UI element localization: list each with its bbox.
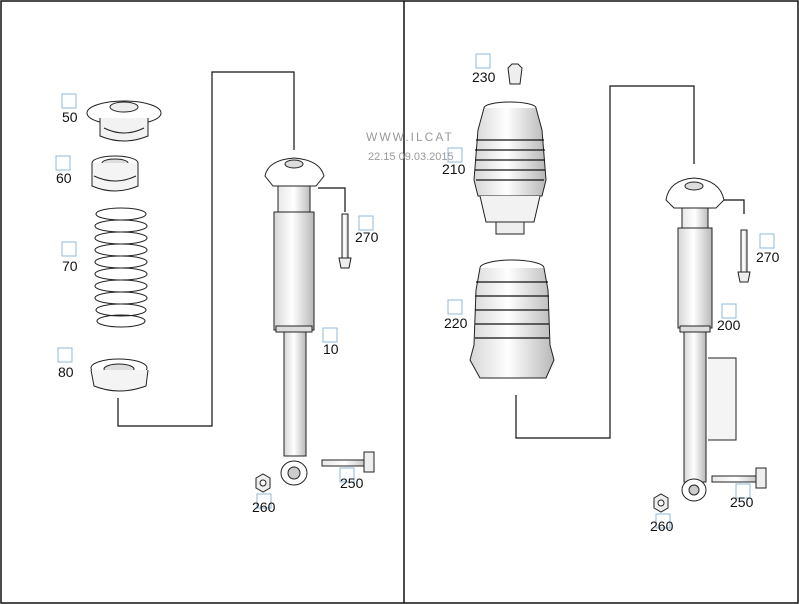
callout-50[interactable]: 50: [61, 93, 78, 125]
part-270-top-bolt-right[interactable]: [737, 229, 751, 283]
svg-text:250: 250: [730, 494, 754, 510]
callout-220[interactable]: 220: [444, 299, 468, 331]
part-270-top-bolt-left[interactable]: [338, 213, 352, 269]
svg-text:230: 230: [472, 69, 496, 85]
svg-text:70: 70: [62, 258, 78, 274]
part-70-coil-spring[interactable]: [94, 207, 148, 328]
callout-270-left[interactable]: 270: [355, 215, 379, 245]
part-200-shock-absorber[interactable]: [665, 177, 737, 502]
svg-text:250: 250: [340, 475, 364, 491]
svg-text:270: 270: [355, 229, 379, 245]
callout-230[interactable]: 230: [472, 53, 496, 85]
part-230-valve[interactable]: [507, 63, 523, 85]
part-250-lower-bolt-right[interactable]: [711, 467, 767, 489]
svg-text:210: 210: [442, 161, 466, 177]
callout-60[interactable]: 60: [55, 155, 72, 186]
part-250-lower-bolt-left[interactable]: [321, 451, 375, 473]
part-260-nut-left[interactable]: [255, 473, 271, 493]
callout-260-right[interactable]: 260: [650, 513, 674, 534]
callout-10[interactable]: 10: [322, 327, 339, 357]
callout-80[interactable]: 80: [57, 347, 74, 380]
svg-text:60: 60: [56, 170, 72, 186]
callout-250-right[interactable]: 250: [730, 483, 754, 510]
watermark-url: WWW.ILCAT: [366, 130, 454, 144]
svg-text:260: 260: [252, 499, 276, 515]
callout-250-left[interactable]: 250: [339, 467, 364, 491]
assembly-bracket-right: [515, 85, 695, 439]
svg-text:200: 200: [717, 317, 741, 333]
part-260-nut-right[interactable]: [653, 493, 669, 513]
svg-text:10: 10: [323, 341, 339, 357]
part-10-shock-absorber[interactable]: [264, 157, 325, 486]
part-80-lower-spring-seat[interactable]: [90, 358, 149, 392]
svg-text:220: 220: [444, 315, 468, 331]
part-220-bellows[interactable]: [469, 259, 555, 379]
part-50-top-mount[interactable]: [86, 100, 162, 142]
svg-text:270: 270: [756, 249, 780, 265]
leader-270-left: [318, 187, 346, 212]
callout-70[interactable]: 70: [61, 241, 78, 274]
svg-text:260: 260: [650, 518, 674, 534]
callout-270-right[interactable]: 270: [756, 233, 780, 265]
watermark-timestamp: 22.15 09.03.2015: [368, 151, 454, 163]
leader-270-right: [720, 199, 745, 214]
part-60-spring-seat[interactable]: [91, 155, 139, 192]
callout-200[interactable]: 200: [717, 303, 741, 333]
assembly-bracket-left: [117, 71, 295, 427]
callout-210[interactable]: 210: [442, 147, 466, 177]
svg-text:50: 50: [62, 109, 78, 125]
callout-260-left[interactable]: 260: [252, 493, 276, 515]
svg-text:80: 80: [58, 364, 74, 380]
part-210-air-spring[interactable]: [473, 101, 547, 235]
